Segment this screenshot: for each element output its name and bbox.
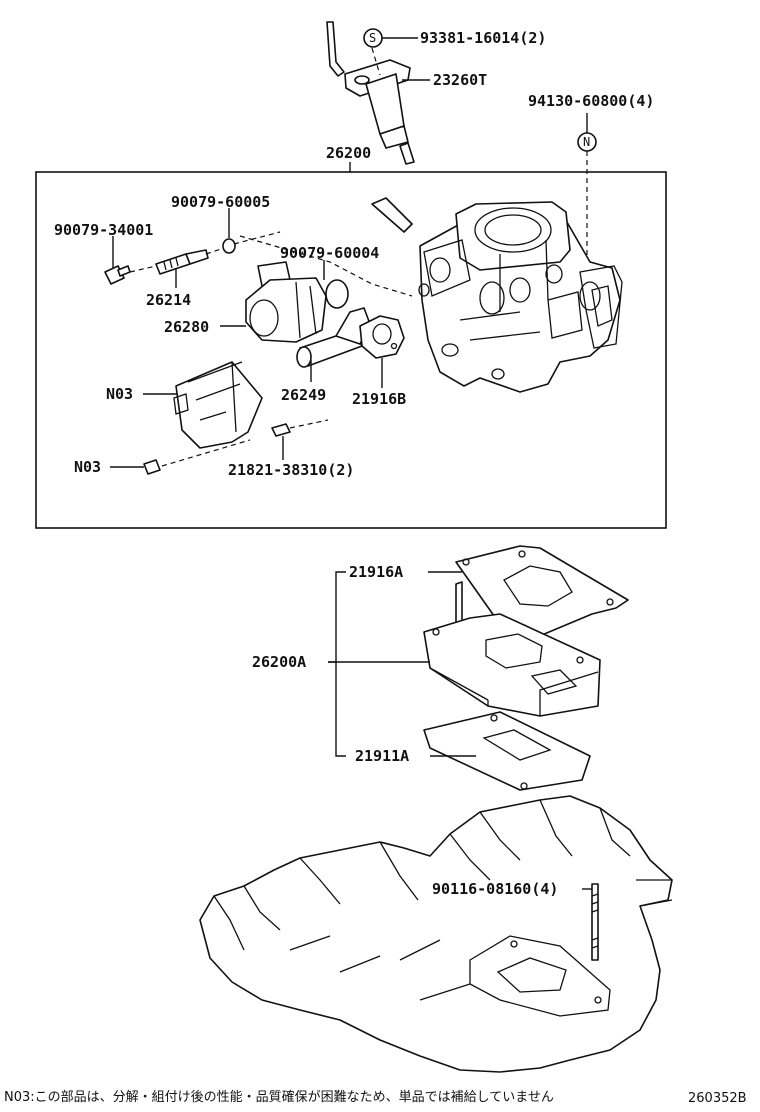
label-90116-08160: 90116-08160(4) [432, 880, 558, 898]
diagram-code: 260352B [688, 1091, 747, 1106]
spacer-26200a-drawing [423, 581, 601, 717]
label-26200a: 26200A [252, 653, 306, 671]
screw-26214-drawing [155, 249, 209, 275]
label-n03-screw: N03 [74, 458, 101, 476]
gasket-21911a-drawing [423, 711, 591, 791]
fitting-23260t-drawing [326, 21, 415, 165]
label-21821-38310: 21821-38310(2) [228, 461, 354, 479]
stud-90116-drawing [591, 883, 599, 961]
label-90079-34001: 90079-34001 [54, 221, 153, 239]
intake-manifold-drawing [199, 795, 673, 1073]
symbol-n-text: N [583, 135, 590, 149]
oring-90079-60005-drawing [222, 238, 236, 254]
label-26249: 26249 [281, 386, 326, 404]
assembly-26200-frame [35, 171, 667, 529]
label-94130-60800: 94130-60800(4) [528, 92, 654, 110]
label-21911a: 21911A [355, 747, 409, 765]
label-26280: 26280 [164, 318, 209, 336]
gasket-21916b-drawing [359, 315, 405, 359]
label-n03-module: N03 [106, 385, 133, 403]
symbol-s-mark: S [363, 28, 383, 48]
label-21916b: 21916B [352, 390, 406, 408]
label-90079-60004: 90079-60004 [280, 244, 379, 262]
label-26214: 26214 [146, 291, 191, 309]
throttle-body-drawing [371, 197, 623, 393]
footer-note: N03:この部品は、分解・組付け後の性能・品質確保が困難なため、単品では補給して… [4, 1089, 554, 1105]
label-90079-60005: 90079-60005 [171, 193, 270, 211]
symbol-n-mark: N [577, 132, 597, 152]
screw-90079-34001-drawing [104, 265, 131, 285]
oring-90079-60004-drawing [325, 279, 349, 309]
label-23260t: 23260T [433, 71, 487, 89]
label-21916a: 21916A [349, 563, 403, 581]
module-n03-drawing [173, 361, 263, 449]
label-93381-16014: 93381-16014(2) [420, 29, 546, 47]
valve-26280-drawing [245, 261, 327, 343]
screw-21821-drawing [143, 423, 291, 475]
label-26200: 26200 [326, 144, 371, 162]
symbol-s-text: S [369, 31, 376, 45]
